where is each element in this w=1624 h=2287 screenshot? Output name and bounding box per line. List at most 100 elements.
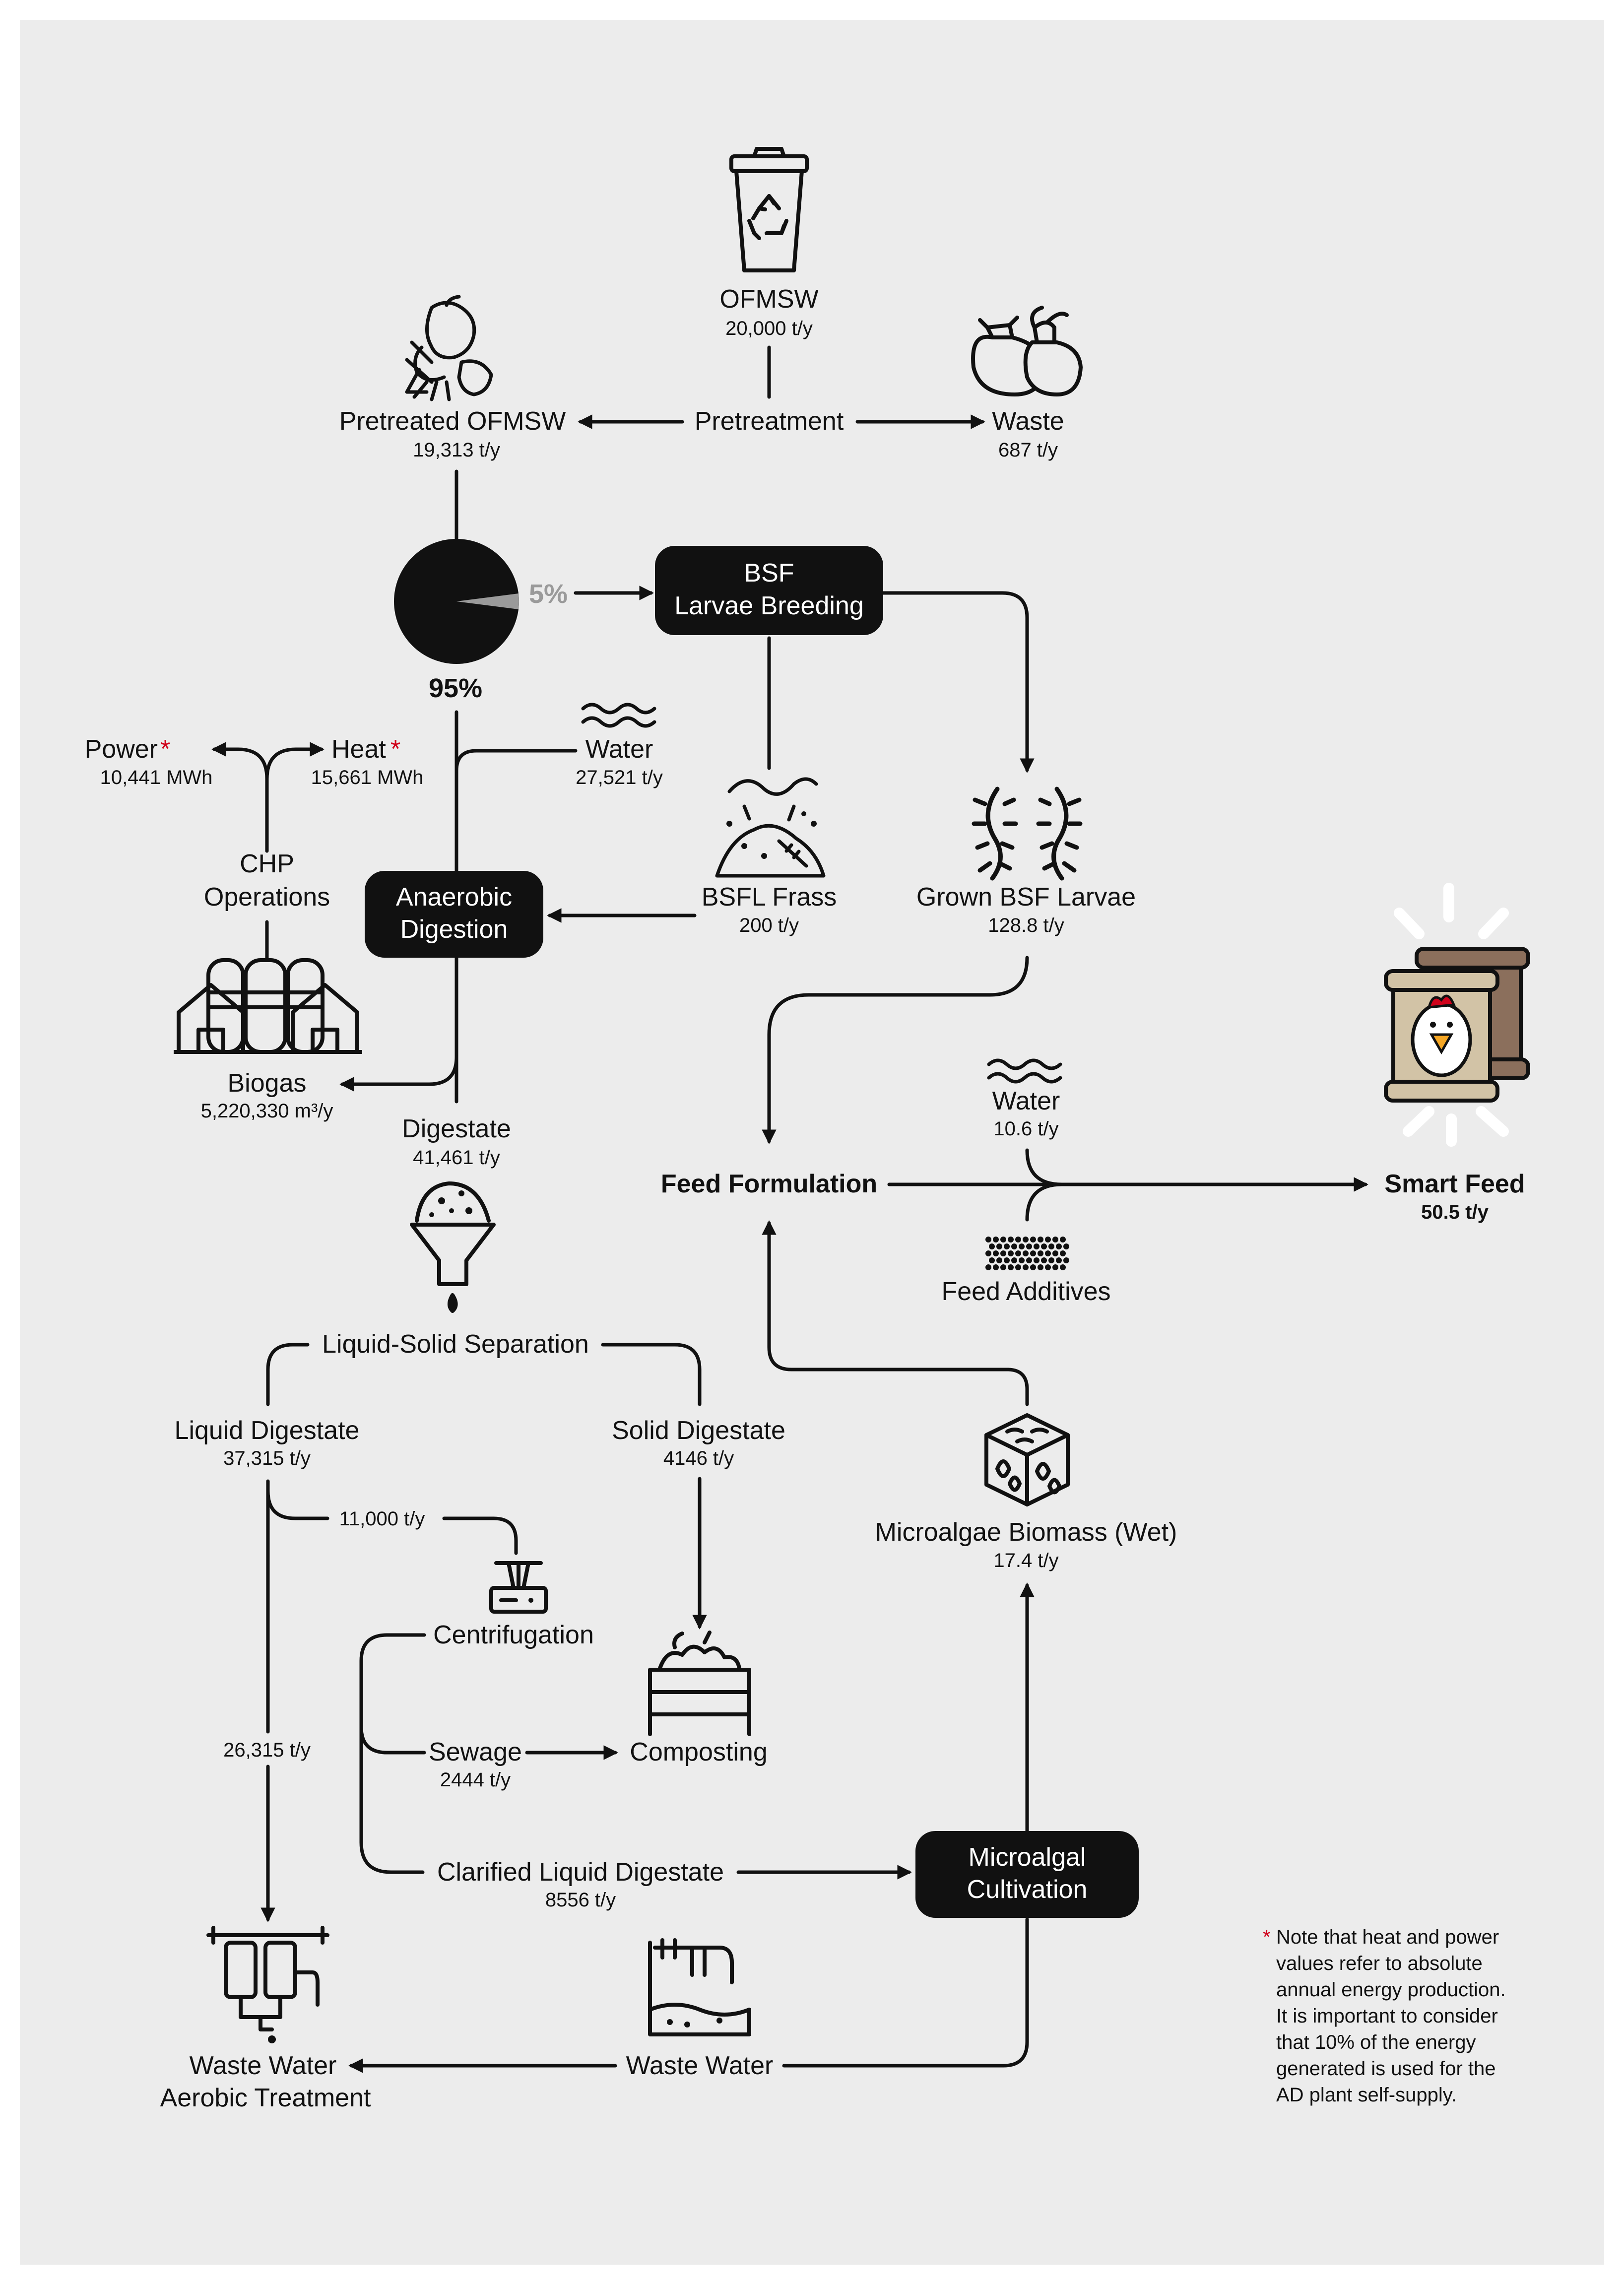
solid-value: 4146 t/y xyxy=(663,1447,734,1469)
centrifugation-label: Centrifugation xyxy=(433,1621,594,1649)
pellet xyxy=(1044,1249,1052,1257)
pellet xyxy=(995,1256,1003,1264)
flow-11000-label: 11,000 t/y xyxy=(339,1508,425,1530)
pretreatment-label: Pretreatment xyxy=(695,407,844,436)
pellet xyxy=(1007,1263,1015,1271)
power-value: 10,441 MWh xyxy=(100,767,213,788)
footnote-asterisk: * xyxy=(1263,1926,1271,1948)
pellet xyxy=(988,1256,996,1264)
water-feed-label: Water xyxy=(992,1087,1060,1115)
pellet xyxy=(1047,1242,1055,1250)
pellet xyxy=(1051,1236,1059,1243)
liquid-label: Liquid Digestate xyxy=(175,1416,360,1445)
bsf-box: BSF Larvae Breeding xyxy=(655,546,883,635)
waste-value: 687 t/y xyxy=(998,439,1058,461)
edge-additives-feed xyxy=(1025,1182,1064,1222)
edge-larvae-feed xyxy=(762,956,1029,1144)
pellet xyxy=(1062,1256,1070,1264)
pellet xyxy=(1018,1256,1026,1264)
bsf-line2: Larvae Breeding xyxy=(674,591,864,620)
pellet xyxy=(1029,1236,1037,1243)
pellet xyxy=(1025,1256,1033,1264)
pellet xyxy=(984,1249,992,1257)
footnote-line: It is important to consider xyxy=(1276,2005,1498,2027)
edge-separation-solid xyxy=(601,1343,702,1406)
smart-feed-sacks-icon xyxy=(1384,883,1530,1147)
water-feed-value: 10.6 t/y xyxy=(993,1118,1058,1140)
pellet xyxy=(1014,1236,1022,1243)
pellet xyxy=(1003,1242,1011,1250)
ad-line2: Digestion xyxy=(400,915,508,944)
pretreated-label: Pretreated OFMSW xyxy=(339,407,566,436)
edge-centrifuge-bracket xyxy=(359,1633,426,1874)
pellet xyxy=(992,1249,1000,1257)
split-pie-icon xyxy=(394,539,520,664)
edge-chp-heat xyxy=(265,742,325,781)
pellets-icon xyxy=(984,1236,1070,1271)
larvae-label: Grown BSF Larvae xyxy=(916,883,1136,912)
pellet xyxy=(999,1263,1007,1271)
split-ad-label: 95% xyxy=(429,673,482,703)
pellet xyxy=(1059,1236,1067,1243)
digestate-value: 41,461 t/y xyxy=(413,1147,500,1169)
centrifuge-icon xyxy=(489,1561,548,1614)
wwtp-line1: Waste Water xyxy=(190,2051,337,2080)
garbage-bags-icon xyxy=(971,306,1083,396)
edge-microalgae-feed xyxy=(762,1220,1029,1406)
composting-label: Composting xyxy=(630,1738,767,1766)
biogas-label: Biogas xyxy=(228,1069,307,1098)
pellet xyxy=(999,1249,1007,1257)
liquid-value: 37,315 t/y xyxy=(223,1447,311,1469)
pellet xyxy=(1022,1236,1030,1243)
separation-label: Liquid-Solid Separation xyxy=(322,1330,589,1359)
pellet xyxy=(1029,1249,1037,1257)
cultivation-box: Microalgal Cultivation xyxy=(915,1831,1139,1918)
pellet xyxy=(1037,1249,1044,1257)
pellet xyxy=(1044,1263,1052,1271)
pellet xyxy=(1007,1249,1015,1257)
water-ad-value: 27,521 t/y xyxy=(576,767,663,788)
pellet xyxy=(1022,1249,1030,1257)
pellet xyxy=(1014,1249,1022,1257)
pellet xyxy=(992,1263,1000,1271)
footnote-line: AD plant self-supply. xyxy=(1276,2084,1457,2106)
pellet xyxy=(1003,1256,1011,1264)
wwtp-line2: Aerobic Treatment xyxy=(160,2084,371,2112)
power-label: Power xyxy=(85,735,158,764)
ofmsw-value: 20,000 t/y xyxy=(725,318,813,339)
pellet xyxy=(988,1242,996,1250)
pellet xyxy=(1037,1236,1044,1243)
sewage-label: Sewage xyxy=(429,1738,522,1766)
pellet xyxy=(1010,1256,1018,1264)
clarified-label: Clarified Liquid Digestate xyxy=(437,1858,724,1887)
pellet xyxy=(1059,1263,1067,1271)
edge-ad-biogas xyxy=(339,1055,458,1092)
water-waves-icon xyxy=(581,703,656,728)
pellet xyxy=(1014,1263,1022,1271)
pellet xyxy=(1059,1249,1067,1257)
footnote-line: that 10% of the energy xyxy=(1276,2031,1476,2053)
larvae-icon xyxy=(972,786,1083,881)
microalgae-value: 17.4 t/y xyxy=(993,1550,1058,1571)
footnote-line: annual energy production. xyxy=(1276,1979,1506,2001)
microalgae-label: Microalgae Biomass (Wet) xyxy=(875,1518,1177,1547)
smart-feed-label: Smart Feed xyxy=(1384,1170,1525,1198)
frass-label: BSFL Frass xyxy=(702,883,837,912)
pellet xyxy=(999,1236,1007,1243)
pellet xyxy=(1025,1242,1033,1250)
bsf-line1: BSF xyxy=(744,559,794,588)
chp-line2: Operations xyxy=(204,883,330,912)
cultivation-line1: Microalgal xyxy=(969,1843,1086,1872)
edge-bsf-larvae xyxy=(881,591,1035,773)
waste-label: Waste xyxy=(992,407,1064,436)
pellet xyxy=(1040,1256,1048,1264)
footnote-line: values refer to absolute xyxy=(1276,1953,1483,1974)
cultivation-line2: Cultivation xyxy=(967,1875,1088,1904)
flow-26315-label: 26,315 t/y xyxy=(223,1739,311,1761)
biogas-plant-icon xyxy=(174,958,362,1054)
chp-line1: CHP xyxy=(240,849,294,878)
larvae-value: 128.8 t/y xyxy=(988,915,1064,936)
pellet xyxy=(1010,1242,1018,1250)
